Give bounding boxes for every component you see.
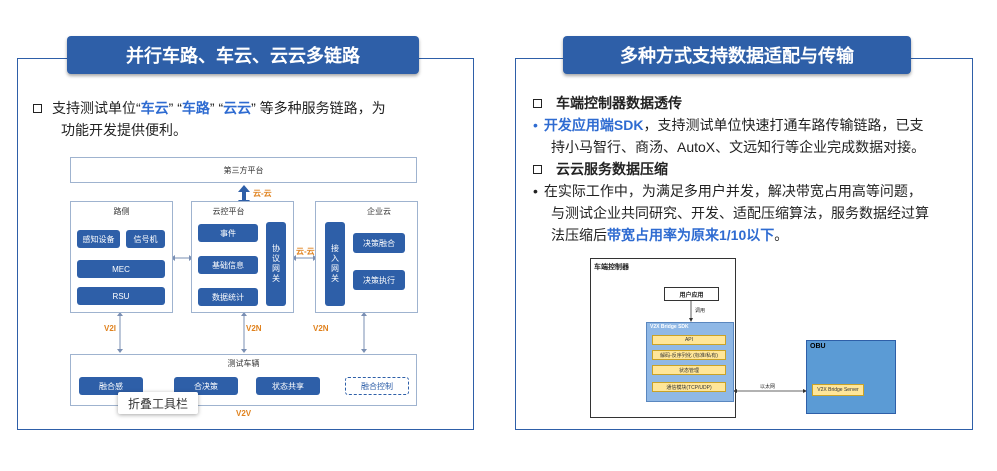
- test-vehicle-title: 测试车辆: [227, 359, 260, 368]
- left-header: 并行车路、车云、云云多链路: [67, 36, 419, 74]
- sensor-device: 感知设备: [77, 230, 120, 248]
- decision-exec-box: 决策执行: [353, 270, 405, 290]
- state-share-box: 状态共享: [256, 377, 320, 395]
- fusion-decision-box: 合决策: [174, 377, 238, 395]
- data-stats-box: 数据统计: [198, 288, 258, 306]
- sdk-title: V2X Bridge SDK: [650, 324, 689, 330]
- comm-module-box: 通信模块(TCP/UDP): [652, 382, 726, 392]
- left-bullet: 支持测试单位“车云” “车路” “云云” 等多种服务链路，为 功能开发提供便利。: [33, 97, 463, 141]
- call-label: 调用: [695, 308, 706, 314]
- v2n-label-1: V2N: [246, 324, 262, 333]
- right-header: 多种方式支持数据适配与传输: [563, 36, 911, 74]
- mec-box: MEC: [77, 260, 165, 278]
- roadside-title: 路侧: [113, 207, 130, 216]
- v2i-label: V2I: [104, 324, 117, 333]
- collapse-toolbar-button[interactable]: 折叠工具栏: [118, 392, 198, 414]
- fusion-perception-box: 融合感: [79, 377, 143, 395]
- square-bullet-icon: [533, 99, 542, 108]
- v2n-label-2: V2N: [313, 324, 329, 333]
- cloud-cloud-top-label: 云-云: [253, 189, 272, 198]
- square-bullet-icon: [33, 104, 42, 113]
- v2v-label: V2V: [236, 409, 252, 418]
- event-box: 事件: [198, 224, 258, 242]
- codec-box: 解码-反序列化 (标准/私有): [652, 350, 726, 360]
- basic-info-box: 基础信息: [198, 256, 258, 274]
- user-app-box: 用户应用: [664, 287, 719, 301]
- protocol-gateway: 协议网关: [266, 222, 286, 306]
- third-party-platform: 第三方平台: [70, 157, 417, 183]
- vehicle-controller-title: 车端控制器: [594, 264, 629, 271]
- signal-controller: 信号机: [126, 230, 165, 248]
- obu-title: OBU: [810, 343, 826, 350]
- obu-box: OBU: [806, 340, 896, 414]
- right-section-1: 车端控制器数据透传 •开发应用端SDK，支持测试单位快速打通车路传输链路，已支 …: [533, 95, 929, 243]
- enterprise-cloud-title: 企业云: [367, 207, 391, 216]
- state-mgmt-box: 状态管理: [652, 365, 726, 375]
- fusion-control-box: 融合控制: [345, 377, 409, 395]
- access-gateway: 接入网关: [325, 222, 345, 306]
- cloud-platform-title: 云控平台: [212, 207, 245, 216]
- bridge-server-box: V2X Bridge Server: [812, 384, 864, 396]
- rsu-box: RSU: [77, 287, 165, 305]
- decision-fusion-box: 决策融合: [353, 233, 405, 253]
- square-bullet-icon: [533, 165, 542, 174]
- ethernet-label: 以太网: [760, 384, 776, 390]
- cloud-cloud-mid-label: 云-云: [296, 247, 315, 256]
- api-box: API: [652, 335, 726, 345]
